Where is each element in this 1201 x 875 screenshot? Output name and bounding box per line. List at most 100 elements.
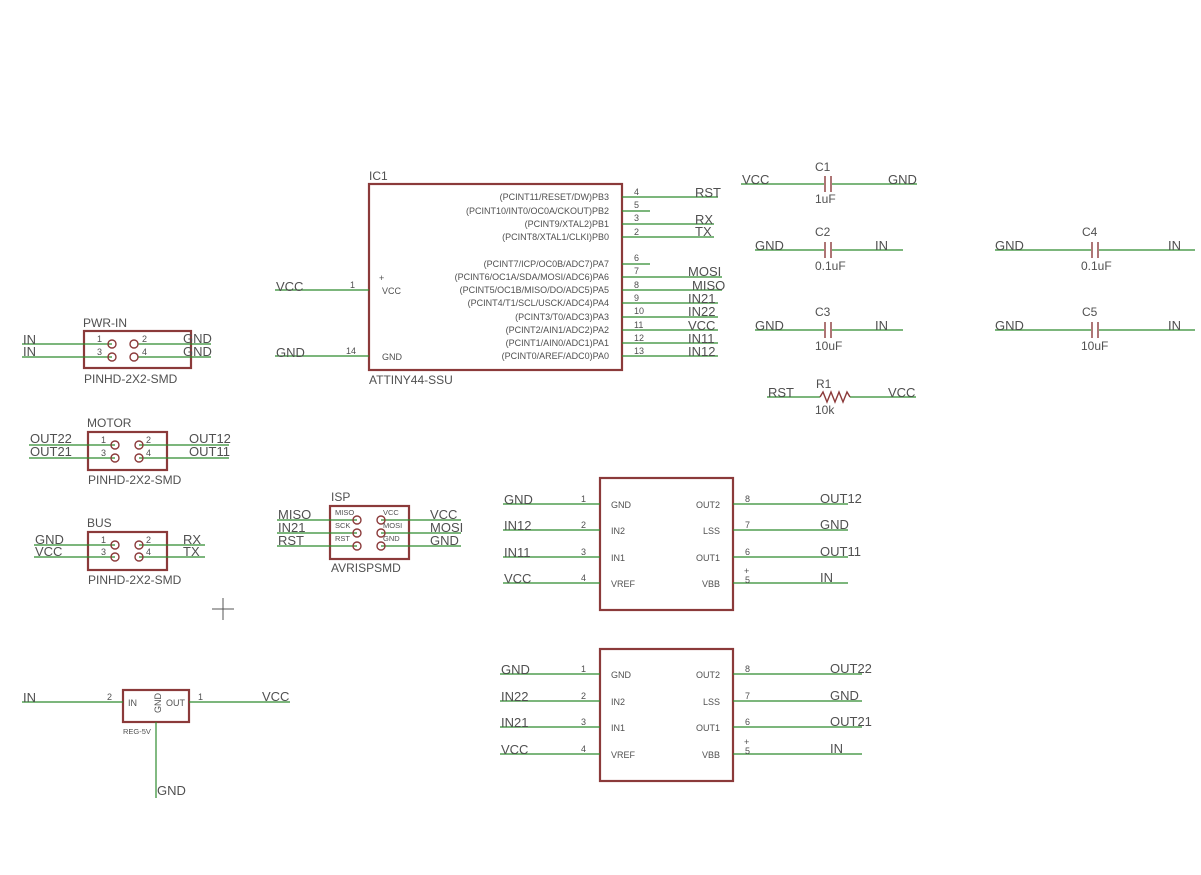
ic1-net-label: TX — [695, 224, 712, 239]
isp-net-miso: MISO — [278, 507, 311, 522]
ic1-pin-num: 10 — [634, 306, 644, 316]
ic1-pin-num: 3 — [634, 213, 639, 223]
r1-value: 10k — [815, 403, 835, 417]
ic1-pin-label: (PCINT5/OC1B/MISO/DO/ADC5)PA5 — [460, 285, 609, 295]
regulator-5v[interactable]: IN OUT GND 2 1 REG-5V IN VCC GND — [22, 688, 290, 798]
svg-text:1: 1 — [198, 692, 203, 702]
ic1-pin-num: 5 — [634, 200, 639, 210]
ic1-pin-row-pb2: (PCINT10/INT0/OC0A/CKOUT)PB2 5 — [466, 200, 650, 216]
svg-text:5: 5 — [745, 575, 750, 585]
c1-right-net: GND — [888, 172, 917, 187]
r1-refdes: R1 — [816, 377, 832, 391]
c2-right-net: IN — [875, 238, 888, 253]
pwr-in-body — [82, 329, 193, 370]
ic1-pin-row-pa1: (PCINT1/AIN0/ADC1)PA1 12 IN11 — [506, 331, 718, 348]
c3-left-net: GND — [755, 318, 784, 333]
isp-value: AVRISPSMD — [331, 561, 401, 575]
ic1-pin-row-pa5: (PCINT5/OC1B/MISO/DO/ADC5)PA5 8 MISO — [460, 278, 726, 295]
driver1-net-vref: VCC — [504, 571, 531, 586]
ic1-pin1-marker: + — [379, 273, 384, 283]
c3-value: 10uF — [815, 339, 842, 353]
svg-text:7: 7 — [745, 520, 750, 530]
ic1-pin-num: 8 — [634, 280, 639, 290]
ic1-pin-gnd-label: GND — [382, 352, 403, 362]
ic1-net-label: VCC — [688, 318, 715, 333]
isp-header[interactable]: ISP MISO SCK RST VCC MOSI GND MISO IN21 … — [277, 490, 463, 575]
driver2-net-vref: VCC — [501, 742, 528, 757]
header-pwr-in[interactable]: PWR-IN 1 2 3 4 IN GND IN GND PINHD-2X2-S… — [22, 316, 212, 386]
svg-text:7: 7 — [745, 691, 750, 701]
ic1-pin-num: 4 — [634, 187, 639, 197]
driver2-net-in2: IN22 — [501, 689, 528, 704]
ic1-pin-num: 6 — [634, 253, 639, 263]
capacitor-c3[interactable]: C3 GND IN 10uF — [755, 305, 903, 353]
motor-net-1: OUT22 — [30, 431, 72, 446]
ic1-pin-num: 11 — [634, 320, 643, 330]
svg-text:OUT1: OUT1 — [696, 723, 720, 733]
driver2-net-in1: IN21 — [501, 715, 528, 730]
svg-text:VREF: VREF — [611, 750, 636, 760]
motor-refdes: MOTOR — [87, 416, 132, 430]
svg-text:3: 3 — [101, 448, 106, 458]
svg-text:2: 2 — [142, 334, 147, 344]
regulator-value: REG-5V — [123, 727, 151, 736]
isp-net-mosi: MOSI — [430, 520, 463, 535]
motor-value: PINHD-2X2-SMD — [88, 473, 182, 487]
bus-net-3: VCC — [35, 544, 62, 559]
resistor-r1[interactable]: R1 RST VCC 10k — [767, 377, 916, 417]
capacitor-c5[interactable]: C5 GND IN 10uF — [995, 305, 1195, 353]
ic1-pin-row-pb1: (PCINT9/XTAL2)PB1 3 RX — [525, 212, 714, 229]
svg-text:IN2: IN2 — [611, 526, 625, 536]
pwr-in-value: PINHD-2X2-SMD — [84, 372, 178, 386]
svg-text:VBB: VBB — [702, 750, 720, 760]
driver1-body — [598, 476, 735, 612]
svg-text:1: 1 — [97, 334, 102, 344]
svg-text:GND: GND — [611, 670, 632, 680]
ic1-value: ATTINY44-SSU — [369, 373, 453, 387]
driver2-net-out2: OUT22 — [830, 661, 872, 676]
ic1-pin-label: (PCINT1/AIN0/ADC1)PA1 — [506, 338, 609, 348]
header-motor[interactable]: MOTOR 1 2 3 4 OUT22 OUT12 OUT21 OUT11 PI… — [29, 416, 231, 487]
isp-net-vcc: VCC — [430, 507, 457, 522]
c1-refdes: C1 — [815, 160, 831, 174]
ic1-pin-num: 2 — [634, 227, 639, 237]
svg-text:8: 8 — [745, 664, 750, 674]
svg-text:OUT1: OUT1 — [696, 553, 720, 563]
svg-text:6: 6 — [745, 717, 750, 727]
ic1-refdes: IC1 — [369, 169, 388, 183]
capacitor-c1[interactable]: C1 VCC GND 1uF — [741, 160, 917, 206]
svg-text:4: 4 — [581, 573, 586, 583]
svg-text:GND: GND — [611, 500, 632, 510]
driver2-body — [598, 647, 735, 783]
svg-text:2: 2 — [146, 435, 151, 445]
isp-net-gnd: GND — [430, 533, 459, 548]
bus-net-4: TX — [183, 544, 200, 559]
bus-body — [86, 530, 169, 572]
svg-text:OUT2: OUT2 — [696, 670, 720, 680]
svg-text:IN1: IN1 — [611, 723, 625, 733]
capacitor-c2[interactable]: C2 GND IN 0.1uF — [755, 225, 903, 273]
motor-driver-1[interactable]: GND IN2 IN1 VREF OUT2 LSS OUT1 VBB 1 2 3… — [503, 476, 862, 612]
regulator-gnd-label: GND — [153, 693, 163, 714]
motor-body — [86, 430, 169, 472]
ic1-attiny44[interactable]: IC1 ATTINY44-SSU + VCC 1 VCC GND 14 GND … — [275, 169, 725, 387]
bus-refdes: BUS — [87, 516, 112, 530]
motor-driver-2[interactable]: GND IN2 IN1 VREF OUT2 LSS OUT1 VBB 1 2 3… — [500, 647, 872, 783]
capacitor-c4[interactable]: C4 GND IN 0.1uF — [995, 225, 1195, 273]
ic1-pin-14-num: 14 — [346, 346, 356, 356]
driver2-pin5-marker: + — [744, 737, 749, 747]
svg-text:3: 3 — [101, 547, 106, 557]
svg-text:2: 2 — [581, 691, 586, 701]
ic1-net-label: IN12 — [688, 344, 715, 359]
ic1-pin-row-pa6: (PCINT6/OC1A/SDA/MOSI/ADC6)PA6 7 MOSI — [455, 264, 722, 282]
c1-value: 1uF — [815, 192, 836, 206]
driver1-net-gnd: GND — [504, 492, 533, 507]
pwr-in-net-3: IN — [23, 344, 36, 359]
header-bus[interactable]: BUS 1 2 3 4 GND RX VCC TX PINHD-2X2-SMD — [34, 516, 205, 587]
c4-right-net: IN — [1168, 238, 1181, 253]
ic1-pin-row-pb0: (PCINT8/XTAL1/CLKI)PB0 2 TX — [502, 224, 714, 242]
svg-text:2: 2 — [581, 520, 586, 530]
svg-text:VBB: VBB — [702, 579, 720, 589]
ic1-net-label: MISO — [692, 278, 725, 293]
